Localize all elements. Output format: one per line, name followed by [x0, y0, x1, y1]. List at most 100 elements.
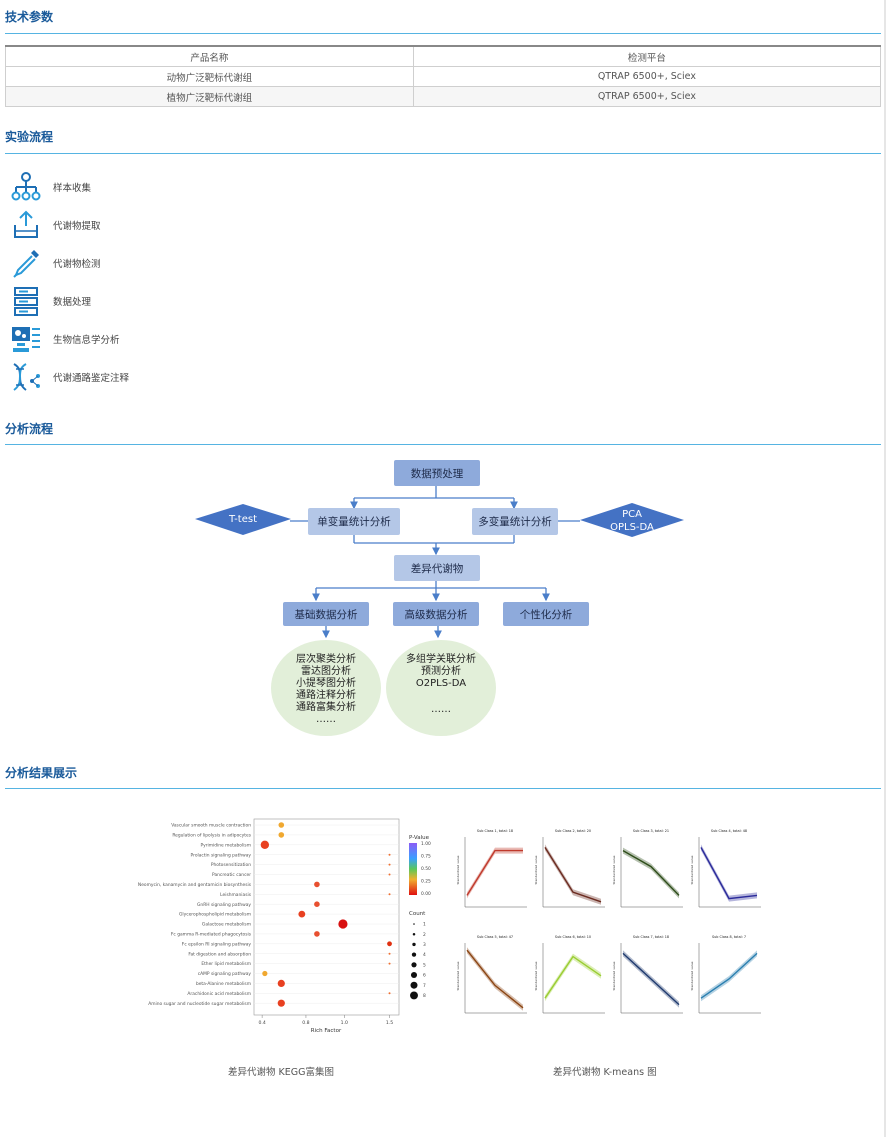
kegg-dot [314, 931, 320, 937]
kegg-pathway-label: Amino sugar and nucleotide sugar metabol… [148, 1001, 251, 1007]
step-sample-collection: 样本收集 [10, 170, 310, 204]
pvalue-tick-label: 0.00 [421, 891, 431, 897]
kegg-dot [314, 901, 320, 907]
flow-advanced-analysis: 高级数据分析 [393, 602, 479, 626]
kegg-dot [338, 919, 348, 929]
pvalue-tick-label: 0.75 [421, 854, 431, 860]
upload-tray-icon [14, 210, 38, 238]
params-table: 产品名称 检测平台 动物广泛靶标代谢组 QTRAP 6500+, Sciex 植… [5, 45, 882, 107]
count-tick-label: 5 [423, 962, 426, 968]
kegg-dot [388, 962, 391, 965]
kegg-dot [388, 992, 391, 995]
pvalue-tick-label: 0.25 [421, 879, 431, 885]
table-cell: 植物广泛靶标代谢组 [5, 86, 414, 107]
kmeans-ylabel: Standardized value [612, 855, 616, 884]
pvalue-legend-title: P-Value [409, 835, 430, 841]
kegg-pathway-label: cAMP signaling pathway [198, 971, 252, 977]
kegg-dot [260, 840, 270, 849]
kmeans-ylabel: Standardized value [690, 855, 694, 884]
kegg-pathway-label: Fat digestion and absorption [188, 951, 251, 957]
flow-ttest-label: T-test [228, 513, 257, 525]
kegg-xtick-label: 1.5 [386, 1020, 393, 1026]
basic-analysis-ellipse: 层次聚类分析 雷达图分析 小提琴图分析 通路注释分析 通路富集分析 …… [271, 640, 381, 736]
kegg-dot [277, 979, 285, 987]
computer-gear-icon [12, 327, 40, 352]
dna-icon [13, 363, 40, 391]
table-cell: QTRAP 6500+, Sciex [412, 66, 882, 87]
kegg-plot-frame [253, 818, 400, 1016]
step-bioinformatics: 生物信息学分析 [10, 322, 310, 356]
pvalue-colorbar [409, 843, 417, 895]
kmeans-band [623, 847, 679, 899]
kegg-pathway-label: Leishmaniasis [220, 892, 252, 898]
count-legend-dot [410, 991, 418, 1000]
divider [5, 33, 881, 34]
flow-connectors [195, 486, 684, 639]
kegg-dot [298, 910, 306, 918]
kmeans-ylabel: Standardized value [690, 961, 694, 990]
kegg-dot [262, 970, 268, 977]
kegg-dot [277, 999, 285, 1007]
kegg-pathway-label: Neomycin, kanamycin and gentamicin biosy… [138, 882, 252, 888]
kegg-pathway-label: GnRH signaling pathway [197, 902, 251, 908]
table-header-cell: 产品名称 [5, 45, 414, 67]
basic-item: 通路富集分析 [296, 702, 356, 713]
flow-oplsda-label: OPLS-DA [610, 521, 654, 533]
kmeans-band [545, 844, 601, 905]
kegg-enrichment-chart: Vascular smooth muscle contractionRegula… [138, 818, 431, 1034]
section-title-tech: 技术参数 [5, 10, 54, 24]
kegg-dot [387, 941, 392, 947]
page-right-border [884, 0, 886, 1137]
count-tick-label: 3 [423, 942, 426, 948]
section-title-results: 分析结果展示 [5, 766, 78, 780]
kegg-pathway-label: Regulation of lipolysis in adipocytes [172, 833, 251, 839]
basic-item: 雷达图分析 [301, 666, 351, 677]
kmeans-panel-title: Sub Class 7, total: 18 [633, 935, 669, 939]
kmeans-line [700, 952, 758, 999]
flow-preprocess: 数据预处理 [394, 460, 480, 486]
count-legend-dot [412, 942, 416, 947]
step-label: 样本收集 [53, 183, 92, 194]
advanced-analysis-ellipse: 多组学关联分析 预测分析 O2PLS-DA …… [386, 640, 496, 736]
kmeans-line [700, 847, 758, 900]
kmeans-panel-title: Sub Class 6, total: 10 [555, 935, 591, 939]
kegg-pathway-label: Glycerophospholipid metabolism [179, 912, 251, 918]
kmeans-line [544, 847, 602, 903]
table-cell: 动物广泛靶标代谢组 [5, 66, 414, 87]
kegg-dot [314, 881, 320, 888]
kmeans-line [544, 955, 602, 999]
kegg-pathway-label: Ether lipid metabolism [201, 961, 251, 967]
kegg-dot [388, 853, 391, 856]
step-label: 代谢物检测 [53, 259, 101, 270]
count-legend-dot [413, 923, 415, 925]
caption-kegg: 差异代谢物 KEGG富集图 [228, 1067, 334, 1078]
advanced-item: …… [431, 704, 451, 715]
table-row: 动物广泛靶标代谢组 QTRAP 6500+, Sciex [5, 66, 882, 87]
flow-pca-label: PCA [622, 508, 642, 520]
kmeans-ylabel: Standardized value [612, 961, 616, 990]
pvalue-tick-label: 1.00 [421, 841, 431, 847]
server-icon [14, 287, 38, 316]
basic-item: 层次聚类分析 [296, 654, 356, 665]
kmeans-panel: Sub Class 7, total: 18 Standardized value [612, 935, 683, 1014]
count-legend-title: Count [409, 911, 426, 917]
step-data-processing: 数据处理 [10, 284, 310, 318]
step-label: 数据处理 [53, 297, 92, 308]
count-tick-label: 7 [423, 983, 426, 989]
count-tick-label: 4 [423, 952, 426, 958]
flow-univariate: 单变量统计分析 [308, 508, 400, 535]
flow-basic-analysis: 基础数据分析 [283, 602, 369, 626]
kegg-dot [278, 832, 285, 838]
divider [5, 788, 881, 789]
basic-item: 通路注释分析 [296, 690, 356, 701]
kmeans-band [467, 947, 523, 1011]
kmeans-panel-title: Sub Class 3, total: 21 [633, 829, 669, 833]
flow-multivariate: 多变量统计分析 [472, 508, 558, 535]
kmeans-panel-title: Sub Class 2, total: 20 [555, 829, 591, 833]
